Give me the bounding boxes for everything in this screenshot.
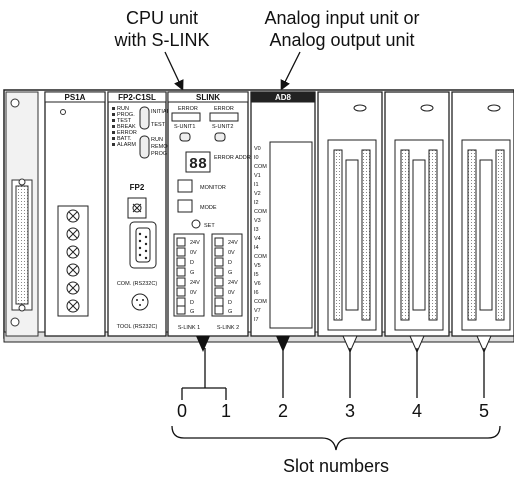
slot-number-1: 1 (221, 401, 231, 421)
slink-port-left: S-LINK 1 (178, 325, 200, 331)
cpu-unit-label: FP2-C1SL (118, 93, 156, 102)
analog-callout-arrow (283, 52, 300, 86)
terminal-label: 0V (228, 290, 235, 296)
analog-pin: I1 (254, 182, 259, 188)
terminal-label: G (228, 270, 232, 276)
button-label: SET (204, 223, 215, 229)
power-supply-unit: PS1A (45, 92, 105, 336)
svg-text:88: 88 (189, 156, 207, 173)
terminal-label: G (190, 309, 194, 315)
analog-pin: I7 (254, 317, 259, 323)
com-port-label: COM. (RS232C) (117, 281, 158, 287)
terminal-label: 24V (228, 280, 238, 286)
terminal-label: D (190, 300, 194, 306)
cpu-callout-line1: CPU unit (126, 8, 198, 28)
set-button (192, 220, 200, 228)
slink-unit-left: S-UNIT1 (174, 124, 195, 130)
mode-switch (140, 136, 149, 158)
slot-number-2: 2 (278, 401, 288, 421)
slink-error-left: ERROR (178, 106, 198, 112)
analog-pin: V0 (254, 146, 261, 152)
analog-pin: V7 (254, 308, 261, 314)
power-unit-label: PS1A (65, 93, 86, 102)
analog-terminal-cover (270, 142, 312, 328)
backplane-left-edge (6, 92, 38, 336)
analog-pin: I3 (254, 227, 259, 233)
cpu-callout-arrow (165, 52, 181, 86)
slink-port-right: S-LINK 2 (217, 325, 239, 331)
terminal-label: D (228, 300, 232, 306)
terminal-label: 24V (190, 280, 200, 286)
terminal-label: 24V (190, 240, 200, 246)
terminal-label: 0V (190, 290, 197, 296)
cpu-callout-line2: with S-LINK (113, 30, 209, 50)
switch-label: INITIAL (151, 109, 170, 115)
slot-number-0: 0 (177, 401, 187, 421)
slink-terminal-left: 24V 0V D G 24V 0V D G (174, 234, 204, 316)
analog-pin: V1 (254, 173, 261, 179)
terminal-label: 24V (228, 240, 238, 246)
tool-port-label: TOOL (RS232C) (117, 324, 158, 330)
monitor-button (178, 180, 192, 192)
terminal-label: G (228, 309, 232, 315)
terminal-label: G (190, 270, 194, 276)
empty-slot-4 (385, 92, 449, 336)
slink-terminal-right: 24V 0V D G 24V 0V D G (212, 234, 242, 316)
slink-unit: SLINK ERROR ERROR S-UNIT1 S-UNIT2 88 ERR… (168, 92, 262, 336)
led-label: ALARM (117, 142, 136, 148)
terminal-label: 0V (228, 250, 235, 256)
slot-number-4: 4 (412, 401, 422, 421)
analog-callout-line1: Analog input unit or (264, 8, 419, 28)
cpu-model-label: FP2 (130, 183, 145, 192)
empty-slot-3 (318, 92, 382, 336)
analog-pin: I4 (254, 245, 259, 251)
terminal-label: 0V (190, 250, 197, 256)
slot-brace (172, 426, 500, 450)
switch-label: RUN (151, 137, 163, 143)
analog-pin: I0 (254, 155, 259, 161)
analog-pin: I2 (254, 200, 259, 206)
analog-pin: COM (254, 254, 267, 260)
analog-pin: COM (254, 209, 267, 215)
slink-error-right: ERROR (214, 106, 234, 112)
button-label: MONITOR (200, 185, 226, 191)
analog-pin: V3 (254, 218, 261, 224)
mode-button (178, 200, 192, 212)
analog-pin: COM (254, 164, 267, 170)
slot-pointers (182, 348, 484, 400)
button-label: MODE (200, 205, 217, 211)
analog-unit: AD8 V0 I0 COM V1 I1 V2 I2 COM V3 I3 V4 I… (251, 92, 315, 336)
empty-slot-5 (452, 92, 514, 336)
analog-pin: I5 (254, 272, 259, 278)
analog-pin: I6 (254, 290, 259, 296)
analog-pin: COM (254, 299, 267, 305)
analog-callout-line2: Analog output unit (269, 30, 414, 50)
slot-numbers-caption: Slot numbers (283, 456, 389, 476)
slot-number-3: 3 (345, 401, 355, 421)
analog-pin: V2 (254, 191, 261, 197)
analog-pin: V5 (254, 263, 261, 269)
initial-test-switch (140, 107, 149, 129)
analog-unit-label: AD8 (275, 93, 292, 102)
cpu-unit: FP2-C1SL RUN PROG. TEST BREAK ERROR BATT… (108, 92, 175, 336)
slot-number-5: 5 (479, 401, 489, 421)
slink-unit-label: SLINK (196, 93, 220, 102)
terminal-label: D (228, 260, 232, 266)
switch-label: PROG. (151, 151, 169, 157)
analog-pin: V4 (254, 236, 261, 242)
tool-port (132, 294, 148, 310)
terminal-label: D (190, 260, 194, 266)
slink-unit-right: S-UNIT2 (212, 124, 233, 130)
analog-pin: V6 (254, 281, 261, 287)
switch-label: TEST (151, 122, 166, 128)
